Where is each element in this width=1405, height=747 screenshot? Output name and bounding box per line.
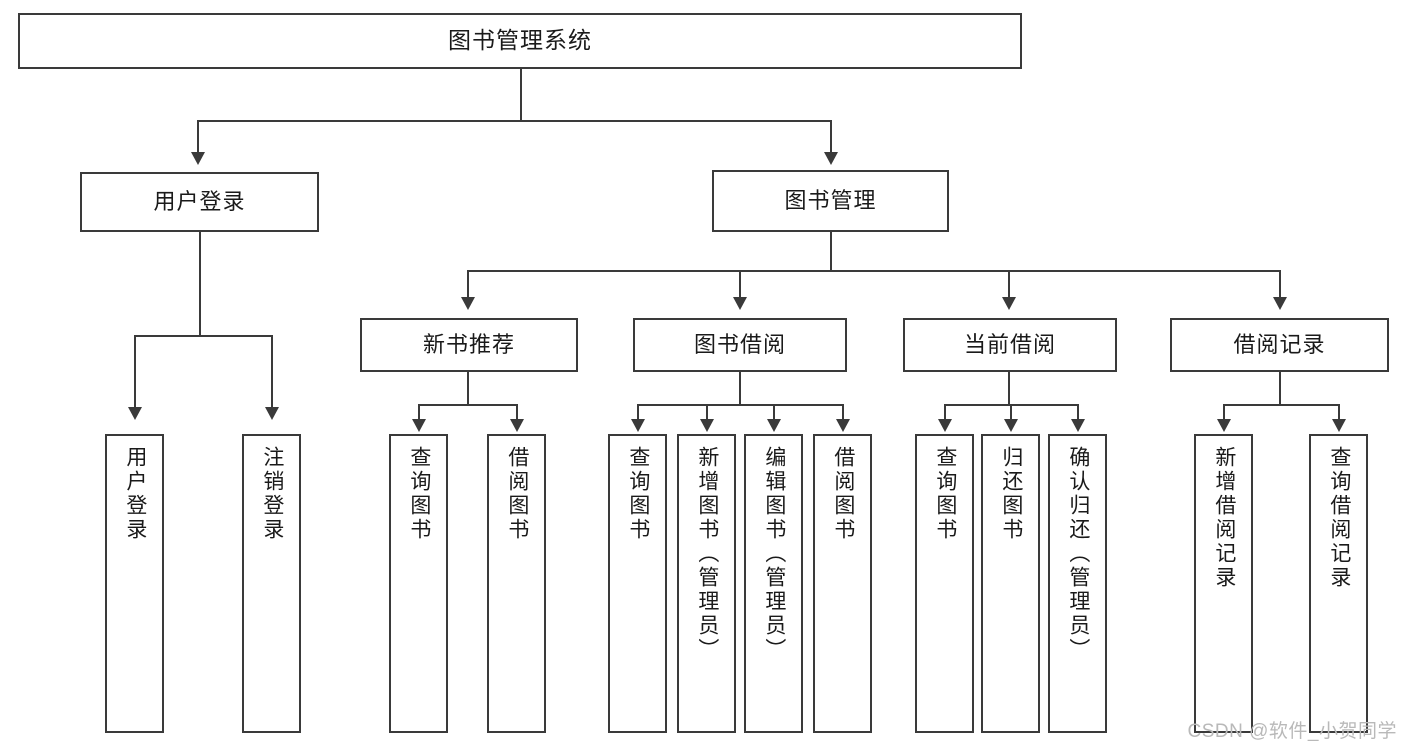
connector-level1-leg-2 (830, 120, 832, 152)
arrow-to-current-borrow (1002, 297, 1016, 310)
node-book-borrow[interactable]: 图书借阅 (633, 318, 847, 372)
node-label: 注销登录 (260, 446, 284, 542)
arrow-to-leaf-add-record (1217, 419, 1231, 432)
node-root-system[interactable]: 图书管理系统 (18, 13, 1022, 69)
arrow-to-leaf-borrow-book-1 (510, 419, 524, 432)
node-current-borrow[interactable]: 当前借阅 (903, 318, 1117, 372)
node-leaf-return-book[interactable]: 归还图书 (981, 434, 1040, 733)
node-book-manage[interactable]: 图书管理 (712, 170, 949, 232)
connector-current-borrow-leg-1 (944, 404, 946, 419)
node-label: 查询图书 (933, 446, 957, 542)
node-leaf-query-book-3[interactable]: 查询图书 (915, 434, 974, 733)
csdn-watermark: CSDN @软件_小贺同学 (1187, 721, 1397, 742)
connector-book-borrow-bar (637, 404, 842, 406)
connector-book-manage-stem (830, 232, 832, 270)
node-leaf-query-book-2[interactable]: 查询图书 (608, 434, 667, 733)
connector-level2-bar (467, 270, 1280, 272)
arrow-to-leaf-borrow-book-2 (836, 419, 850, 432)
connector-root-stem (520, 69, 522, 120)
node-label: 编辑图书（管理员） (762, 446, 786, 662)
node-leaf-add-book[interactable]: 新增图书（管理员） (677, 434, 736, 733)
node-label: 归还图书 (999, 446, 1023, 542)
node-borrow-record[interactable]: 借阅记录 (1170, 318, 1389, 372)
connector-borrow-record-leg-1 (1223, 404, 1225, 419)
connector-new-book-leg-1 (418, 404, 420, 419)
arrow-to-leaf-query-book-1 (412, 419, 426, 432)
arrow-to-leaf-confirm-return (1071, 419, 1085, 432)
node-label: 确认归还（管理员） (1066, 446, 1090, 662)
node-label: 图书管理 (784, 187, 877, 213)
node-user-login[interactable]: 用户登录 (80, 172, 319, 232)
node-leaf-edit-book[interactable]: 编辑图书（管理员） (744, 434, 803, 733)
node-leaf-add-record[interactable]: 新增借阅记录 (1194, 434, 1253, 733)
node-label: 新增借阅记录 (1212, 446, 1236, 590)
node-label: 图书借阅 (693, 331, 786, 357)
connector-current-borrow-stem (1008, 372, 1010, 404)
connector-borrow-record-bar (1223, 404, 1338, 406)
node-label: 查询图书 (626, 446, 650, 542)
node-new-book-recommend[interactable]: 新书推荐 (360, 318, 578, 372)
arrow-to-leaf-user-login (128, 407, 142, 420)
connector-book-borrow-leg-1 (637, 404, 639, 419)
node-label: 图书管理系统 (448, 27, 592, 54)
connector-level2-leg-3 (1008, 270, 1010, 297)
connector-level1-bar (197, 120, 831, 122)
connector-borrow-record-stem (1279, 372, 1281, 404)
connector-new-book-bar (418, 404, 517, 406)
arrow-to-user-login (191, 152, 205, 165)
connector-level2-leg-2 (739, 270, 741, 297)
connector-user-login-leg-2 (271, 335, 273, 407)
arrow-to-leaf-add-book (700, 419, 714, 432)
arrow-to-leaf-edit-book (767, 419, 781, 432)
connector-borrow-record-leg-2 (1338, 404, 1340, 419)
connector-user-login-stem (199, 232, 201, 335)
connector-book-borrow-leg-4 (842, 404, 844, 419)
arrow-to-leaf-logout-login (265, 407, 279, 420)
connector-book-borrow-stem (739, 372, 741, 404)
node-label: 当前借阅 (963, 331, 1056, 357)
connector-user-login-bar (134, 335, 272, 337)
arrow-to-leaf-query-record (1332, 419, 1346, 432)
arrow-to-book-manage (824, 152, 838, 165)
node-label: 查询图书 (407, 446, 431, 542)
connector-level1-leg-1 (197, 120, 199, 152)
arrow-to-new-book-recommend (461, 297, 475, 310)
node-leaf-confirm-return[interactable]: 确认归还（管理员） (1048, 434, 1107, 733)
node-leaf-user-login[interactable]: 用户登录 (105, 434, 164, 733)
connector-level2-leg-1 (467, 270, 469, 297)
node-leaf-query-record[interactable]: 查询借阅记录 (1309, 434, 1368, 733)
node-label: 借阅图书 (831, 446, 855, 542)
node-label: 借阅记录 (1233, 331, 1326, 357)
node-label: 新增图书（管理员） (695, 446, 719, 662)
arrow-to-book-borrow (733, 297, 747, 310)
connector-book-borrow-leg-3 (773, 404, 775, 419)
arrow-to-leaf-return-book (1004, 419, 1018, 432)
connector-user-login-leg-1 (134, 335, 136, 407)
arrow-to-borrow-record (1273, 297, 1287, 310)
connector-current-borrow-leg-3 (1077, 404, 1079, 419)
connector-new-book-leg-2 (516, 404, 518, 419)
connector-new-book-stem (467, 372, 469, 404)
node-label: 查询借阅记录 (1327, 446, 1351, 590)
connector-level2-leg-4 (1279, 270, 1281, 297)
node-label: 新书推荐 (422, 331, 515, 357)
connector-book-borrow-leg-2 (706, 404, 708, 419)
node-leaf-borrow-book-1[interactable]: 借阅图书 (487, 434, 546, 733)
arrow-to-leaf-query-book-3 (938, 419, 952, 432)
node-leaf-query-book-1[interactable]: 查询图书 (389, 434, 448, 733)
node-label: 借阅图书 (505, 446, 529, 542)
node-label: 用户登录 (123, 446, 147, 542)
node-leaf-logout-login[interactable]: 注销登录 (242, 434, 301, 733)
arrow-to-leaf-query-book-2 (631, 419, 645, 432)
node-label: 用户登录 (153, 188, 246, 214)
connector-current-borrow-leg-2 (1010, 404, 1012, 419)
node-leaf-borrow-book-2[interactable]: 借阅图书 (813, 434, 872, 733)
